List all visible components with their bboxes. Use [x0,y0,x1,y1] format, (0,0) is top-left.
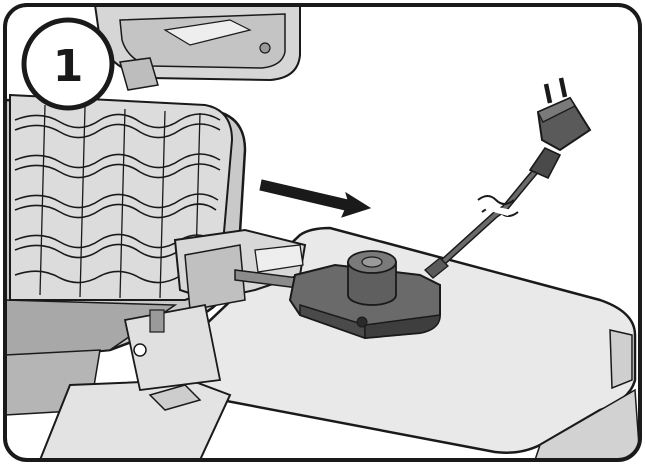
power-cord [424,157,548,279]
power-plug-icon [528,77,592,180]
step-badge: 1 [21,17,115,111]
arrow-right-icon [259,179,372,218]
lower-shelf [38,378,232,460]
step-number: 1 [53,41,84,92]
cord-break-icon [477,195,519,217]
illustration-frame [3,3,642,462]
temperature-controller [288,250,441,340]
